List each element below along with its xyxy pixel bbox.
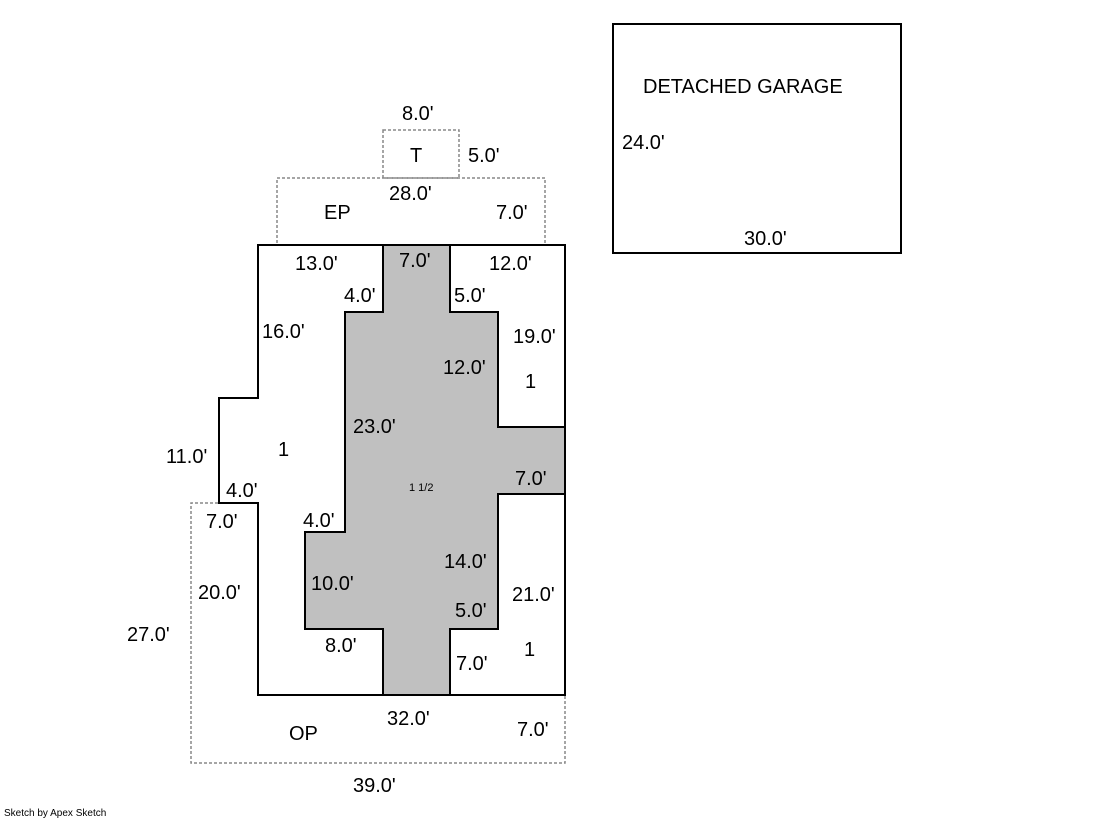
open-porch-outline — [190, 502, 566, 764]
open-porch-front-depth: 7.0' — [517, 719, 549, 741]
enclosed-porch-outline — [276, 177, 546, 246]
garage-title: DETACHED GARAGE — [643, 76, 843, 98]
dim-center-lower-left: 10.0' — [311, 573, 354, 595]
top-porch-depth: 5.0' — [468, 145, 500, 167]
dim-left-step: 11.0' — [166, 446, 207, 468]
dim-left-step-width: 4.0' — [226, 480, 258, 502]
dim-lower-right-bottom: 7.0' — [456, 653, 488, 675]
enclosed-porch-label: EP — [324, 202, 351, 224]
garage-width-label: 30.0' — [744, 228, 787, 250]
garage-depth-label: 24.0' — [622, 132, 665, 154]
top-porch-label: T — [410, 145, 422, 167]
dim-center-lower-left-notch: 4.0' — [303, 510, 335, 532]
detached-garage-outline — [612, 23, 902, 254]
dim-right-lower: 21.0' — [512, 584, 555, 606]
open-porch-inner-width: 32.0' — [387, 708, 430, 730]
open-porch-width: 39.0' — [353, 775, 396, 797]
area-label-center: 1 1/2 — [409, 482, 433, 494]
open-porch-side-width: 7.0' — [206, 511, 238, 533]
sketch-credit: Sketch by Apex Sketch — [4, 808, 107, 819]
dim-top-center: 7.0' — [399, 250, 431, 272]
dim-right-notch: 5.0' — [454, 285, 486, 307]
dim-center-right-upper: 12.0' — [443, 357, 486, 379]
dim-right-upper: 19.0' — [513, 326, 556, 348]
dim-center-lower-right: 14.0' — [444, 551, 487, 573]
area-label-right-lower: 1 — [524, 639, 535, 661]
main-house-outline — [218, 244, 566, 696]
dim-lower-left-bottom: 8.0' — [325, 635, 357, 657]
area-label-left: 1 — [278, 439, 289, 461]
dim-right-bump: 7.0' — [515, 468, 547, 490]
dim-lower-right-notch: 5.0' — [455, 600, 487, 622]
top-porch-width: 8.0' — [402, 103, 434, 125]
one-and-half-story-area — [304, 244, 566, 696]
dim-left-notch: 4.0' — [344, 285, 376, 307]
dim-left-lower: 20.0' — [198, 582, 241, 604]
open-porch-label: OP — [289, 723, 318, 745]
area-label-right-upper: 1 — [525, 371, 536, 393]
enclosed-porch-width: 28.0' — [389, 183, 432, 205]
dim-top-right: 12.0' — [489, 253, 532, 275]
dim-left-upper: 16.0' — [262, 321, 305, 343]
dim-top-left: 13.0' — [295, 253, 338, 275]
dim-center-left: 23.0' — [353, 416, 396, 438]
open-porch-depth: 27.0' — [127, 624, 170, 646]
enclosed-porch-depth: 7.0' — [496, 202, 528, 224]
top-porch-outline — [382, 129, 460, 179]
